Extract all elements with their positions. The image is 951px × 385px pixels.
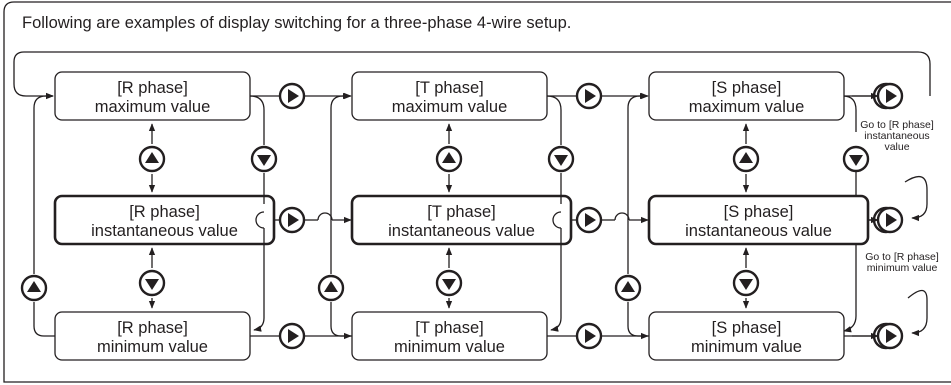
- up-arrow-button-icon: [20, 274, 48, 302]
- diagram-title: Following are examples of display switch…: [22, 14, 571, 32]
- down-arrow-button-icon: [250, 145, 278, 173]
- box-r-instantaneous-label-1: [R phase]: [129, 203, 200, 221]
- svg-text:instantaneous: instantaneous: [864, 130, 929, 142]
- up-arrow-button-icon: [317, 274, 345, 302]
- box-t-instantaneous-label-1: [T phase]: [427, 203, 496, 221]
- right-arrow-button-icon: [278, 82, 306, 110]
- box-s-minimum-label-1: [S phase]: [712, 319, 782, 337]
- svg-text:minimum value: minimum value: [867, 262, 938, 274]
- svg-text:Go to [R phase]: Go to [R phase]: [860, 119, 934, 131]
- connector-lines: [13, 51, 931, 337]
- phase-column-r: [R phase]maximum value[R phase]instantan…: [20, 71, 352, 361]
- box-r-instantaneous-label-2: instantaneous value: [91, 222, 238, 240]
- svg-text:value: value: [884, 141, 909, 153]
- box-s-instantaneous-label-1: [S phase]: [724, 203, 794, 221]
- box-s-maximum-label-2: maximum value: [689, 98, 805, 116]
- right-arrow-button-icon: [575, 82, 603, 110]
- right-arrow-button-icon: [876, 322, 904, 350]
- box-r-maximum-label-2: maximum value: [95, 98, 211, 116]
- up-arrow-button-icon: [435, 145, 463, 173]
- box-r-maximum: [R phase]maximum value: [54, 71, 251, 121]
- box-s-maximum-label-1: [S phase]: [712, 79, 782, 97]
- box-t-minimum-label-2: minimum value: [394, 338, 505, 356]
- box-t-minimum: [T phase]minimum value: [351, 311, 548, 361]
- box-r-minimum-label-1: [R phase]: [117, 319, 188, 337]
- box-s-instantaneous: [S phase]instantaneous value: [647, 194, 870, 246]
- box-t-maximum-label-1: [T phase]: [415, 79, 484, 97]
- box-t-maximum: [T phase]maximum value: [351, 71, 548, 121]
- up-arrow-button-icon: [732, 145, 760, 173]
- down-arrow-button-icon: [842, 145, 870, 173]
- right-arrow-button-icon: [876, 206, 904, 234]
- up-arrow-button-icon: [614, 274, 642, 302]
- box-r-instantaneous: [R phase]instantaneous value: [53, 194, 276, 246]
- box-s-minimum: [S phase]minimum value: [648, 311, 845, 361]
- right-arrow-button-icon: [278, 206, 306, 234]
- note-goto-minimum: Go to [R phase] minimum value: [865, 251, 939, 274]
- phase-columns: [R phase]maximum value[R phase]instantan…: [20, 71, 904, 361]
- down-arrow-button-icon: [732, 269, 760, 297]
- right-arrow-button-icon: [575, 322, 603, 350]
- right-arrow-button-icon: [876, 82, 904, 110]
- box-s-instantaneous-label-2: instantaneous value: [685, 222, 832, 240]
- box-t-instantaneous: [T phase]instantaneous value: [350, 194, 573, 246]
- right-arrow-button-icon: [278, 322, 306, 350]
- right-arrow-button-icon: [575, 206, 603, 234]
- box-t-maximum-label-2: maximum value: [392, 98, 508, 116]
- box-t-instantaneous-label-2: instantaneous value: [388, 222, 535, 240]
- box-s-minimum-label-2: minimum value: [691, 338, 802, 356]
- svg-text:Go to [R phase]: Go to [R phase]: [865, 251, 939, 263]
- phase-column-t: [T phase]maximum value[T phase]instantan…: [317, 71, 649, 361]
- box-r-maximum-label-1: [R phase]: [117, 79, 188, 97]
- box-s-maximum: [S phase]maximum value: [648, 71, 845, 121]
- box-r-minimum-label-2: minimum value: [97, 338, 208, 356]
- box-t-minimum-label-1: [T phase]: [415, 319, 484, 337]
- up-arrow-button-icon: [138, 145, 166, 173]
- down-arrow-button-icon: [138, 269, 166, 297]
- box-r-minimum: [R phase]minimum value: [54, 311, 251, 361]
- note-goto-instantaneous: Go to [R phase] instantaneous value: [860, 119, 934, 153]
- phase-column-s: [S phase]maximum value[S phase]instantan…: [614, 71, 904, 361]
- down-arrow-button-icon: [435, 269, 463, 297]
- down-arrow-button-icon: [547, 145, 575, 173]
